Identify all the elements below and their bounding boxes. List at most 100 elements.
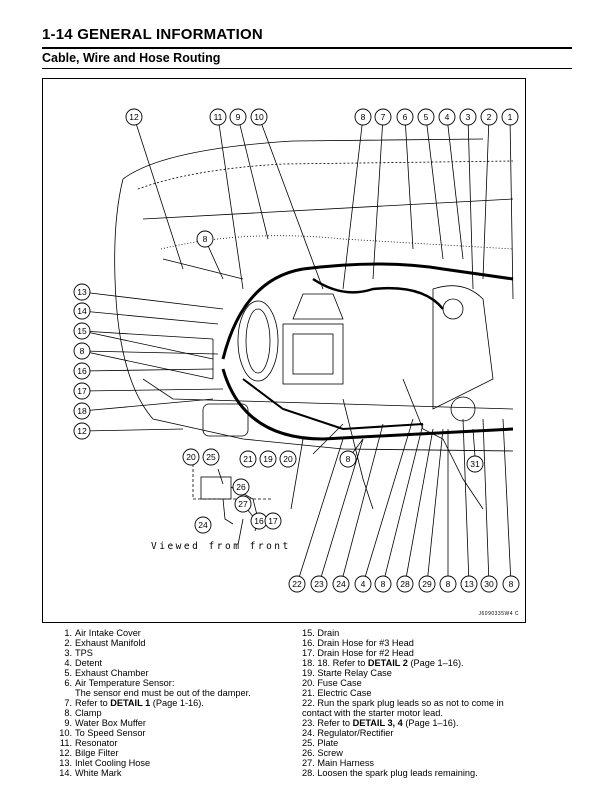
svg-text:8: 8	[361, 112, 366, 122]
svg-text:8: 8	[509, 579, 514, 589]
callout-16: 16	[73, 362, 91, 380]
legend-number: 8.	[64, 708, 72, 718]
section-rule	[42, 68, 572, 69]
legend-text: Bilge Filter	[75, 748, 119, 758]
svg-text:30: 30	[484, 579, 494, 589]
svg-text:20: 20	[186, 452, 196, 462]
callout-4: 4	[438, 108, 456, 126]
callout-17: 17	[73, 382, 91, 400]
legend-number: 13.	[59, 758, 72, 768]
callout-7: 7	[374, 108, 392, 126]
legend-item: 15. Drain	[302, 628, 552, 638]
svg-text:9: 9	[236, 112, 241, 122]
callout-8: 8	[439, 575, 457, 593]
figure-code: J6090335W4 C	[478, 611, 519, 617]
svg-text:20: 20	[283, 454, 293, 464]
legend-number: 4.	[64, 658, 72, 668]
callout-12: 12	[73, 422, 91, 440]
svg-text:4: 4	[361, 579, 366, 589]
legend-number: 1.	[64, 628, 72, 638]
callout-27: 27	[234, 495, 252, 513]
svg-text:8: 8	[446, 579, 451, 589]
svg-text:17: 17	[268, 516, 278, 526]
callout-25: 25	[202, 448, 220, 466]
section-title: Cable, Wire and Hose Routing	[42, 51, 221, 65]
legend-text: Inlet Cooling Hose	[75, 758, 151, 768]
callout-10: 10	[250, 108, 268, 126]
svg-text:28: 28	[400, 579, 410, 589]
svg-text:24: 24	[198, 520, 208, 530]
callout-24: 24	[332, 575, 350, 593]
callout-29: 29	[418, 575, 436, 593]
callout-20: 20	[279, 450, 297, 468]
callout-1: 1	[501, 108, 519, 126]
svg-text:23: 23	[314, 579, 324, 589]
legend-text: contact with the starter motor lead.	[302, 708, 443, 718]
legend-item: 20. Fuse Case	[302, 678, 552, 688]
legend-text: 28. Loosen the spark plug leads remainin…	[302, 768, 478, 778]
legend-text: 20. Fuse Case	[302, 678, 362, 688]
legend-text: TPS	[75, 648, 93, 658]
legend-text: Clamp	[75, 708, 102, 718]
legend-text: 17. Drain Hose for #2 Head	[302, 648, 414, 658]
svg-text:4: 4	[445, 112, 450, 122]
viewed-caption: Viewed from front	[151, 541, 291, 552]
header-rule	[42, 47, 572, 49]
legend-text: 26. Screw	[302, 748, 343, 758]
legend-text: Exhaust Manifold	[75, 638, 146, 648]
legend-text: Water Box Muffer	[75, 718, 146, 728]
callout-8: 8	[502, 575, 520, 593]
svg-text:12: 12	[129, 112, 139, 122]
legend-text: Air Intake Cover	[75, 628, 141, 638]
legend-item: 24. Regulator/Rectifier	[302, 728, 552, 738]
callout-8: 8	[196, 230, 214, 248]
svg-text:12: 12	[77, 426, 87, 436]
legend-text: Air Temperature Sensor:	[75, 678, 175, 688]
svg-text:27: 27	[238, 499, 248, 509]
callout-16: 16	[250, 512, 268, 530]
callout-3: 3	[459, 108, 477, 126]
svg-text:16: 16	[254, 516, 264, 526]
callout-2: 2	[480, 108, 498, 126]
callout-21: 21	[239, 450, 257, 468]
legend-text: 18. 18. Refer to DETAIL 2 (Page 1–16).	[302, 658, 464, 668]
svg-text:22: 22	[292, 579, 302, 589]
legend-text: Detent	[75, 658, 103, 668]
legend-item: 13.Inlet Cooling Hose	[50, 758, 290, 768]
legend-item: The sensor end must be out of the damper…	[50, 688, 290, 698]
legend-item: 11.Resonator	[50, 738, 290, 748]
legend-item: 6.Air Temperature Sensor:	[50, 678, 290, 688]
svg-text:16: 16	[77, 366, 87, 376]
callout-14: 14	[73, 302, 91, 320]
legend-item: 5.Exhaust Chamber	[50, 668, 290, 678]
svg-text:25: 25	[206, 452, 216, 462]
svg-text:8: 8	[80, 346, 85, 356]
legend-item: 25. Plate	[302, 738, 552, 748]
legend-number: 12.	[59, 748, 72, 758]
callout-26: 26	[232, 478, 250, 496]
callout-15: 15	[73, 322, 91, 340]
legend-item: 18. 18. Refer to DETAIL 2 (Page 1–16).	[302, 658, 552, 668]
svg-text:8: 8	[203, 234, 208, 244]
legend-item: 27. Main Harness	[302, 758, 552, 768]
legend-number: 10.	[59, 728, 72, 738]
legend-number: 3.	[64, 648, 72, 658]
legend-item: 8.Clamp	[50, 708, 290, 718]
legend-text: The sensor end must be out of the damper…	[75, 688, 251, 698]
legend-item: 16. Drain Hose for #3 Head	[302, 638, 552, 648]
legend-number: 5.	[64, 668, 72, 678]
svg-text:18: 18	[77, 406, 87, 416]
legend-item: 19. Starte Relay Case	[302, 668, 552, 678]
legend-item: 3.TPS	[50, 648, 290, 658]
legend-text: 23. Refer to DETAIL 3, 4 (Page 1–16).	[302, 718, 459, 728]
svg-text:29: 29	[422, 579, 432, 589]
legend-item: 22. Run the spark plug leads so as not t…	[302, 698, 552, 708]
legend-number: 7.	[64, 698, 72, 708]
callout-11: 11	[209, 108, 227, 126]
page-header: 1-14 GENERAL INFORMATION Cable, Wire and…	[42, 26, 572, 69]
svg-text:21: 21	[243, 454, 253, 464]
